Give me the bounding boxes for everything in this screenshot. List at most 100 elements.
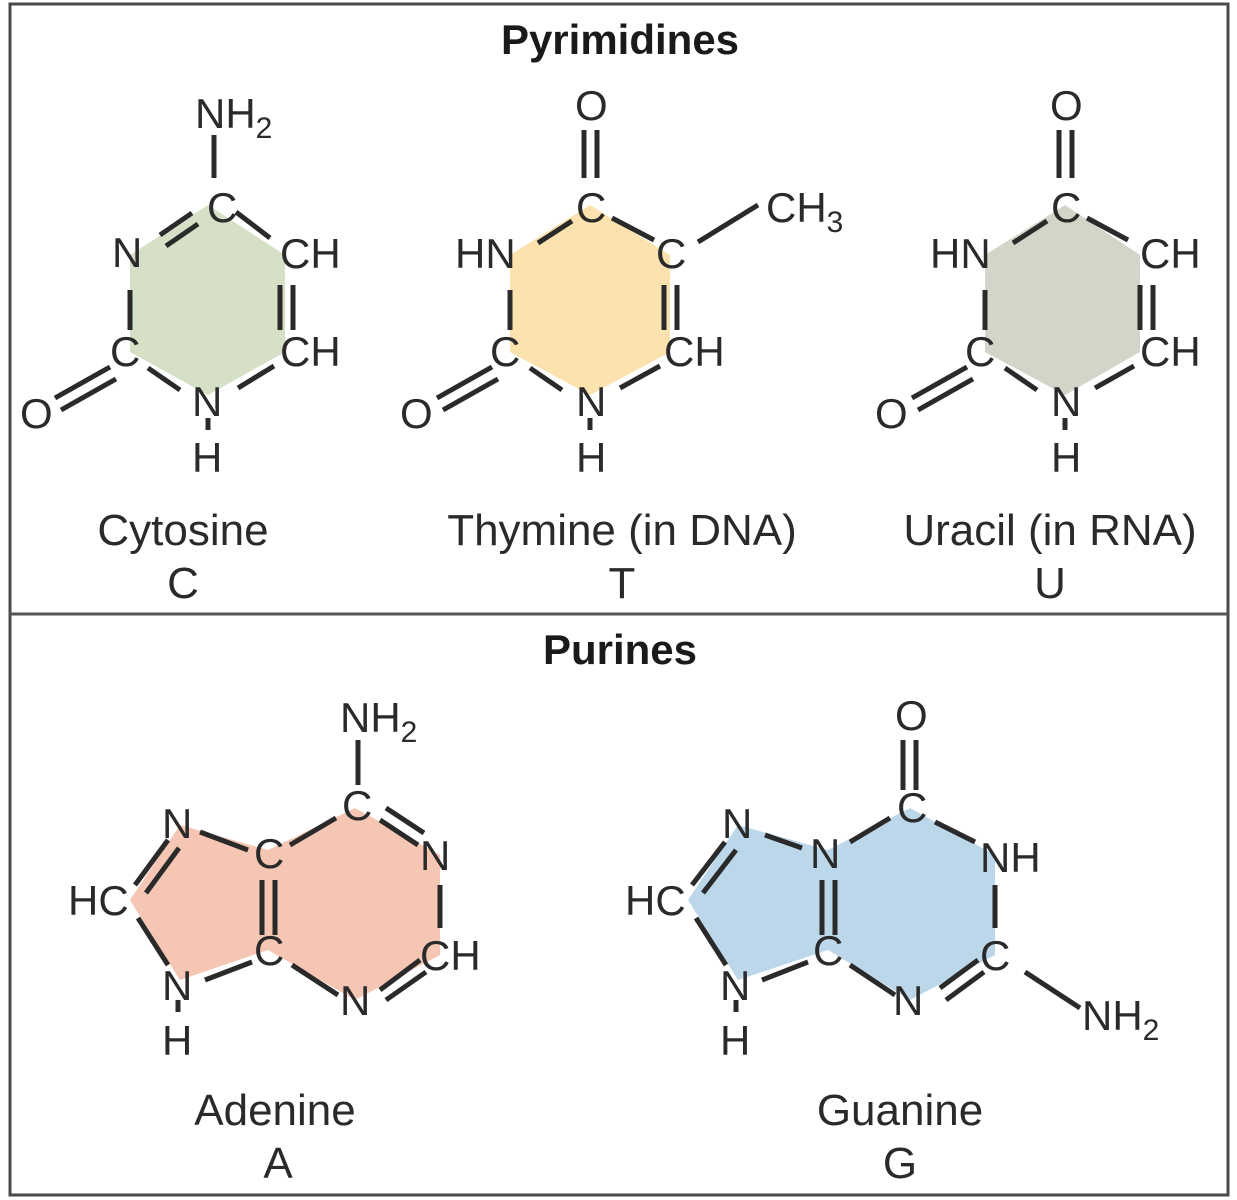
adenine-structure: NH2 C N CH N C C N HC N H <box>68 694 481 1064</box>
bond <box>135 916 171 967</box>
atom-label: C <box>490 328 520 375</box>
adenine-letter: A <box>263 1139 293 1188</box>
bond <box>1023 969 1082 1011</box>
bond <box>848 815 892 845</box>
cytosine-name: Cytosine <box>97 506 268 555</box>
atom-label: O <box>875 390 908 437</box>
atom-label: O <box>575 82 608 129</box>
bond <box>693 916 729 967</box>
atom-label: CH <box>280 230 341 277</box>
atom-label: H <box>162 1017 192 1064</box>
bond <box>1093 363 1136 391</box>
atom-label: C <box>897 784 927 831</box>
atom-label: CH <box>1140 230 1201 277</box>
bond <box>158 210 194 238</box>
atom-label: N <box>1051 378 1081 425</box>
atom-label: O <box>895 692 928 739</box>
bond <box>132 838 171 887</box>
atom-label: H <box>192 434 222 481</box>
bond <box>536 218 574 246</box>
atom-label: N <box>162 962 192 1009</box>
bond <box>1003 365 1039 393</box>
bond <box>143 846 182 895</box>
bond <box>944 969 986 1003</box>
bond <box>236 363 276 391</box>
thymine-ring-fill <box>510 205 670 395</box>
atom-label: CH <box>420 932 481 979</box>
bond <box>441 376 500 413</box>
cytosine-structure: NH2 C N CH CH C N O H <box>20 90 341 481</box>
atom-label: N <box>576 378 606 425</box>
uracil-ring-fill <box>985 205 1140 395</box>
purines-heading: Purines <box>543 626 697 673</box>
atom-label: H <box>720 1017 750 1064</box>
atom-label: C <box>965 328 995 375</box>
thymine-letter: T <box>609 559 636 608</box>
atom-label: H <box>576 434 606 481</box>
bond <box>288 815 338 848</box>
adenine-ring-fill <box>268 808 440 1000</box>
thymine-structure: O C HN C CH3 CH C N O H <box>400 82 843 481</box>
atom-label: HN <box>930 230 991 277</box>
cytosine-letter: C <box>167 559 199 608</box>
atom-label: N <box>420 832 450 879</box>
atom-label: N <box>112 229 142 276</box>
atom-label: H <box>1051 434 1081 481</box>
atom-label: C <box>207 184 237 231</box>
atom-label: NH <box>980 834 1041 881</box>
guanine-name: Guanine <box>817 1086 983 1135</box>
guanine-structure: O C NH C NH2 N C N N HC N H <box>625 692 1159 1064</box>
atom-label: C <box>813 927 843 974</box>
bond <box>199 829 249 853</box>
bond <box>916 376 975 413</box>
bond <box>610 215 656 243</box>
bond <box>764 832 803 851</box>
atom-label: C <box>254 927 284 974</box>
bond <box>234 210 272 240</box>
atom-label: C <box>254 830 284 877</box>
bond <box>435 364 494 401</box>
adenine-name: Adenine <box>194 1086 355 1135</box>
atom-label: C <box>110 328 140 375</box>
atom-label: O <box>20 390 53 437</box>
atom-label: N <box>720 962 750 1009</box>
cytosine-ring-fill <box>130 205 285 395</box>
uracil-letter: U <box>1034 559 1066 608</box>
bond <box>848 962 897 998</box>
bond <box>290 962 340 998</box>
thymine-name: Thymine (in DNA) <box>447 506 797 555</box>
atom-label: O <box>1050 82 1083 129</box>
bond <box>384 969 428 1003</box>
atom-label: CH <box>664 328 725 375</box>
atom-label: HC <box>625 877 686 924</box>
uracil-name: Uracil (in RNA) <box>903 506 1196 555</box>
bond <box>378 817 420 848</box>
atom-label: O <box>400 390 433 437</box>
guanine-letter: G <box>883 1139 917 1188</box>
bond <box>618 363 662 391</box>
guanine-ring-fill <box>828 808 995 1000</box>
bond <box>146 365 182 393</box>
uracil-structure: O C HN CH CH C N O H <box>875 82 1201 481</box>
atom-label: C <box>342 782 372 829</box>
bond <box>384 805 426 836</box>
bond <box>761 959 809 983</box>
bond <box>1011 218 1049 246</box>
atom-label: N <box>192 378 222 425</box>
atom-label: NH2 <box>340 694 417 749</box>
bond <box>690 840 727 887</box>
atom-label: N <box>810 830 840 877</box>
pyrimidines-heading: Pyrimidines <box>501 16 739 63</box>
atom-label: CH3 <box>766 184 843 239</box>
bond <box>696 202 760 245</box>
bond <box>938 957 980 991</box>
bond <box>59 376 118 413</box>
atom-label: N <box>162 800 192 847</box>
bond <box>701 848 738 895</box>
atom-label: N <box>722 800 752 847</box>
atom-label: NH2 <box>1082 992 1159 1047</box>
atom-label: HN <box>455 230 516 277</box>
outer-frame <box>8 2 1230 1197</box>
bond <box>1085 215 1130 243</box>
